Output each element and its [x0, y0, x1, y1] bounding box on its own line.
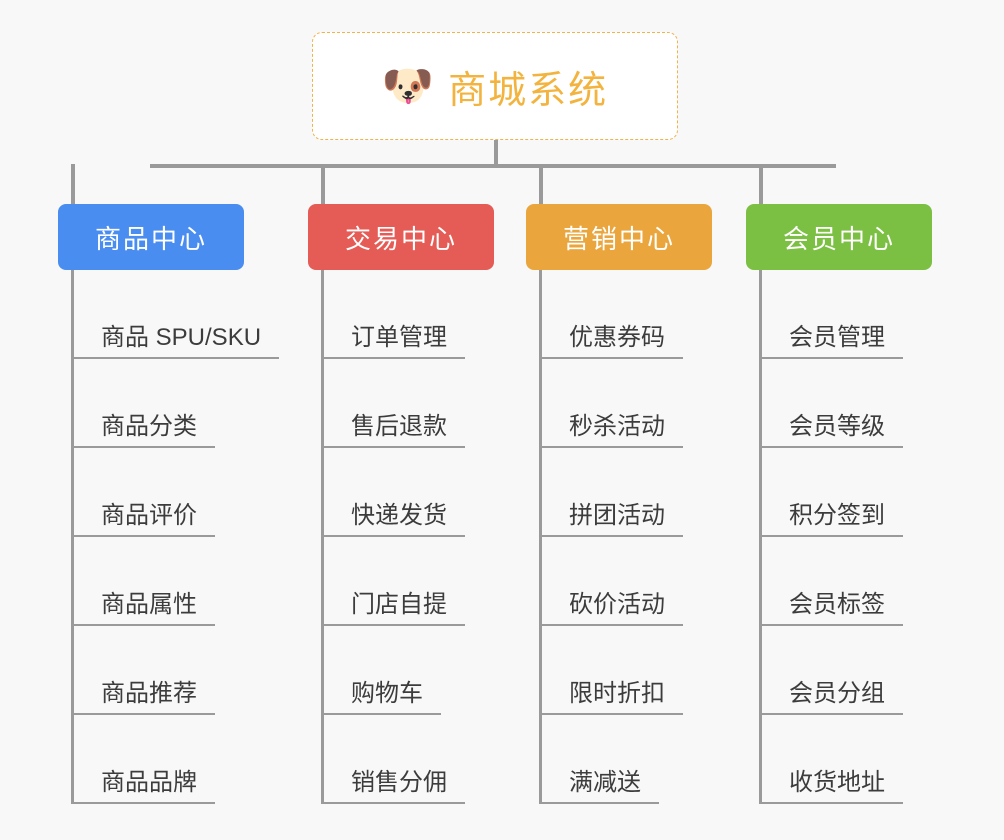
leaf-item[interactable]: 会员管理: [759, 270, 932, 359]
leaf-item-label: 商品评价: [71, 502, 215, 537]
column-1: 商品中心商品 SPU/SKU 商品分类商品评价商品属性商品推荐商品品牌: [58, 204, 280, 804]
connector-spine-4: [759, 270, 762, 804]
connector-drop-2: [321, 164, 325, 204]
leaf-item[interactable]: 门店自提: [321, 537, 494, 626]
connector-root-stem: [494, 140, 498, 166]
leaf-item[interactable]: 销售分佣: [321, 715, 494, 804]
column-items-2: 订单管理售后退款快递发货门店自提购物车销售分佣: [321, 270, 494, 804]
column-items-1: 商品 SPU/SKU 商品分类商品评价商品属性商品推荐商品品牌: [71, 270, 280, 804]
leaf-item-label: 售后退款: [321, 413, 465, 448]
leaf-item[interactable]: 订单管理: [321, 270, 494, 359]
leaf-item-label: 秒杀活动: [539, 413, 683, 448]
leaf-item-label: 门店自提: [321, 591, 465, 626]
shiba-dog-face-icon: 🐶: [381, 62, 435, 109]
leaf-item-label: 商品属性: [71, 591, 215, 626]
leaf-item-label: 商品推荐: [71, 680, 215, 715]
leaf-item-label: 会员管理: [759, 324, 903, 359]
leaf-item[interactable]: 积分签到: [759, 448, 932, 537]
column-items-4: 会员管理会员等级积分签到会员标签会员分组收货地址: [759, 270, 932, 804]
leaf-item-label: 销售分佣: [321, 769, 465, 804]
leaf-item-label: 会员标签: [759, 591, 903, 626]
column-header-2[interactable]: 交易中心: [308, 204, 494, 270]
connector-drop-3: [539, 164, 543, 204]
root-node-mall-system[interactable]: 🐶 商城系统: [312, 32, 678, 140]
column-header-3[interactable]: 营销中心: [526, 204, 712, 270]
leaf-item-label: 拼团活动: [539, 502, 683, 537]
connector-spine-2: [321, 270, 324, 804]
leaf-item[interactable]: 会员标签: [759, 537, 932, 626]
leaf-item-label: 购物车: [321, 680, 441, 715]
connector-drop-4: [759, 164, 763, 204]
connector-drop-1: [71, 164, 75, 204]
column-2: 交易中心订单管理售后退款快递发货门店自提购物车销售分佣: [308, 204, 494, 804]
leaf-item-label: 积分签到: [759, 502, 903, 537]
leaf-item-label: 快递发货: [321, 502, 465, 537]
connector-horizontal-bus: [150, 164, 836, 168]
leaf-item[interactable]: 秒杀活动: [539, 359, 712, 448]
column-3: 营销中心优惠券码秒杀活动拼团活动砍价活动限时折扣满减送: [526, 204, 712, 804]
leaf-item[interactable]: 商品评价: [71, 448, 244, 537]
column-items-3: 优惠券码秒杀活动拼团活动砍价活动限时折扣满减送: [539, 270, 712, 804]
column-header-4[interactable]: 会员中心: [746, 204, 932, 270]
leaf-item-label: 满减送: [539, 769, 659, 804]
leaf-item[interactable]: 会员分组: [759, 626, 932, 715]
leaf-item-label: 优惠券码: [539, 324, 683, 359]
leaf-item[interactable]: 会员等级: [759, 359, 932, 448]
column-4: 会员中心会员管理会员等级积分签到会员标签会员分组收货地址: [746, 204, 932, 804]
leaf-item[interactable]: 商品品牌: [71, 715, 244, 804]
leaf-item[interactable]: 收货地址: [759, 715, 932, 804]
leaf-item-label: 商品 SPU/SKU: [71, 324, 280, 359]
leaf-item-label: 订单管理: [321, 324, 465, 359]
leaf-item[interactable]: 砍价活动: [539, 537, 712, 626]
leaf-item[interactable]: 商品推荐: [71, 626, 244, 715]
root-node-title: 商城系统: [448, 69, 609, 112]
column-header-1[interactable]: 商品中心: [58, 204, 244, 270]
leaf-item[interactable]: 购物车: [321, 626, 494, 715]
leaf-item[interactable]: 商品 SPU/SKU: [71, 270, 280, 359]
leaf-item-label: 收货地址: [759, 769, 903, 804]
connector-spine-1: [71, 270, 74, 804]
leaf-item-label: 商品分类: [71, 413, 215, 448]
leaf-item[interactable]: 满减送: [539, 715, 712, 804]
connector-spine-3: [539, 270, 542, 804]
leaf-item[interactable]: 拼团活动: [539, 448, 712, 537]
leaf-item[interactable]: 优惠券码: [539, 270, 712, 359]
leaf-item-label: 商品品牌: [71, 769, 215, 804]
leaf-item-label: 会员分组: [759, 680, 903, 715]
leaf-item[interactable]: 商品属性: [71, 537, 244, 626]
leaf-item[interactable]: 商品分类: [71, 359, 244, 448]
leaf-item-label: 会员等级: [759, 413, 903, 448]
leaf-item[interactable]: 售后退款: [321, 359, 494, 448]
leaf-item[interactable]: 限时折扣: [539, 626, 712, 715]
leaf-item[interactable]: 快递发货: [321, 448, 494, 537]
leaf-item-label: 砍价活动: [539, 591, 683, 626]
leaf-item-label: 限时折扣: [539, 680, 683, 715]
